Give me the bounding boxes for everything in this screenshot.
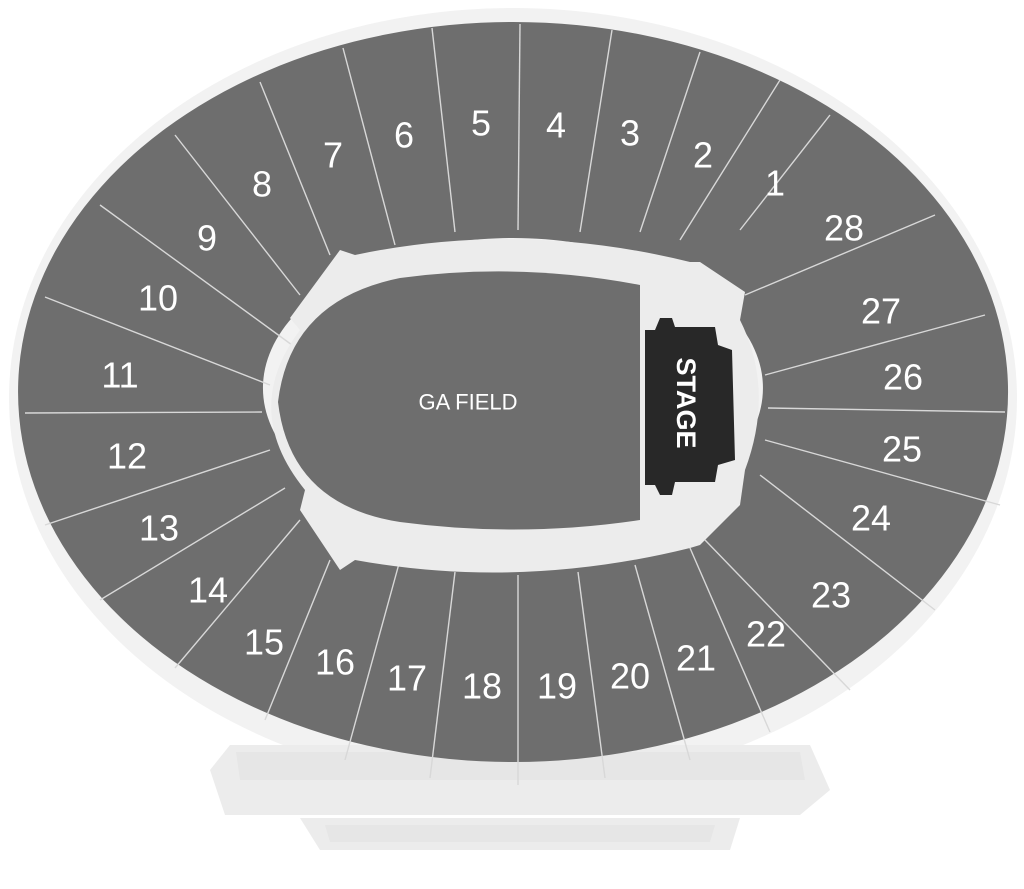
section-divider bbox=[577, 571, 606, 779]
section-divider bbox=[99, 204, 293, 346]
section-2-label[interactable]: 2 bbox=[693, 135, 713, 176]
section-20-label[interactable]: 20 bbox=[610, 656, 650, 697]
lower-concourse bbox=[210, 745, 830, 850]
section-divider bbox=[764, 439, 1001, 506]
section-16-label[interactable]: 16 bbox=[315, 642, 355, 683]
section-divider bbox=[264, 559, 331, 721]
section-4-label[interactable]: 4 bbox=[546, 105, 566, 146]
section-divider bbox=[174, 134, 301, 296]
section-divider bbox=[767, 407, 1006, 413]
section-27-label[interactable]: 27 bbox=[861, 291, 901, 332]
section-3-label[interactable]: 3 bbox=[620, 113, 640, 154]
section-13-label[interactable]: 13 bbox=[139, 508, 179, 549]
stage bbox=[645, 318, 735, 495]
section-divider bbox=[44, 296, 271, 386]
section-dividers bbox=[24, 23, 1006, 785]
section-28-label[interactable]: 28 bbox=[824, 208, 864, 249]
ga-field[interactable] bbox=[278, 271, 640, 530]
section-divider bbox=[579, 29, 613, 233]
section-divider bbox=[679, 79, 781, 241]
section-14-label[interactable]: 14 bbox=[188, 570, 228, 611]
section-7-label[interactable]: 7 bbox=[323, 135, 343, 176]
section-divider bbox=[429, 571, 456, 779]
section-divider bbox=[744, 214, 936, 296]
section-15-label[interactable]: 15 bbox=[244, 622, 284, 663]
section-11-label[interactable]: 11 bbox=[101, 355, 138, 396]
section-divider bbox=[517, 23, 521, 231]
seating-bowl bbox=[18, 22, 1009, 762]
section-divider bbox=[99, 487, 286, 601]
section-23-label[interactable]: 23 bbox=[811, 575, 851, 616]
ga-field-label: GA FIELD bbox=[418, 390, 517, 415]
section-divider bbox=[639, 51, 701, 233]
section-21-label[interactable]: 21 bbox=[676, 638, 716, 679]
section-divider bbox=[689, 547, 771, 733]
section-1-label[interactable]: 1 bbox=[765, 163, 785, 204]
section-12-label[interactable]: 12 bbox=[107, 436, 147, 477]
section-10-label[interactable]: 10 bbox=[138, 278, 178, 319]
section-18-label[interactable]: 18 bbox=[462, 666, 502, 707]
section-divider bbox=[342, 47, 396, 246]
section-24-label[interactable]: 24 bbox=[851, 498, 891, 539]
section-5-label[interactable]: 5 bbox=[471, 103, 491, 144]
stage-label: STAGE bbox=[671, 357, 701, 448]
section-9-label[interactable]: 9 bbox=[197, 218, 217, 259]
section-divider bbox=[44, 449, 271, 526]
section-26-label[interactable]: 26 bbox=[883, 357, 923, 398]
section-22-label[interactable]: 22 bbox=[746, 614, 786, 655]
section-divider bbox=[739, 114, 831, 231]
section-divider bbox=[344, 559, 401, 761]
section-6-label[interactable]: 6 bbox=[394, 115, 414, 156]
section-divider bbox=[704, 539, 851, 691]
section-divider bbox=[259, 81, 331, 256]
section-17-label[interactable]: 17 bbox=[387, 658, 427, 699]
section-divider bbox=[764, 314, 986, 376]
section-divider bbox=[24, 411, 263, 414]
section-divider bbox=[174, 519, 301, 669]
section-19-label[interactable]: 19 bbox=[537, 666, 577, 707]
section-8-label[interactable]: 8 bbox=[252, 164, 272, 205]
section-divider bbox=[759, 474, 936, 611]
section-25-label[interactable]: 25 bbox=[882, 429, 922, 470]
section-divider bbox=[634, 564, 691, 761]
section-divider bbox=[431, 27, 456, 233]
